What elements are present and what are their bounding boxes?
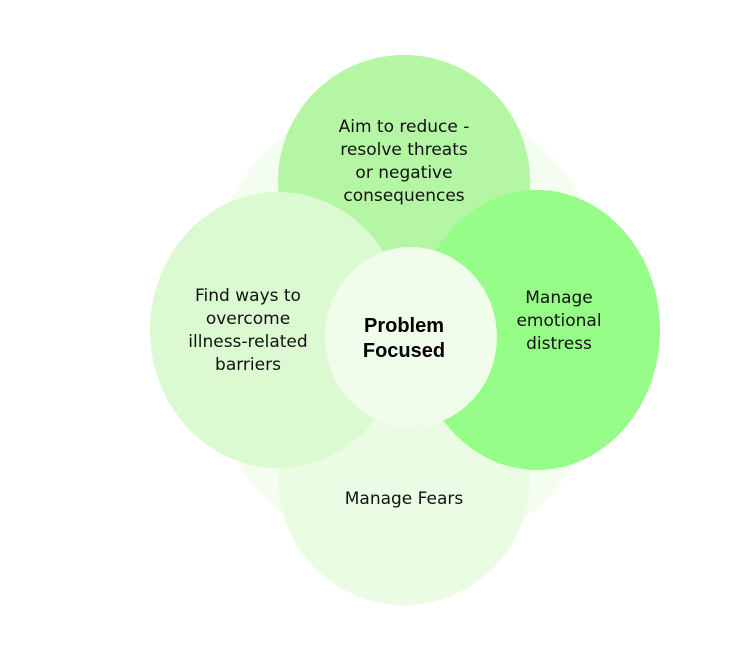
petal-bottom-label: Manage Fears	[344, 489, 464, 509]
petal-right-label: Manage emotional distress	[516, 288, 602, 354]
petal-left-label: Find ways to overcome illness-related ba…	[188, 286, 308, 375]
center-label: Problem Focused	[362, 315, 446, 362]
petal-top-label: Aim to reduce - resolve threats or negat…	[338, 117, 470, 206]
center-circle	[325, 247, 497, 427]
